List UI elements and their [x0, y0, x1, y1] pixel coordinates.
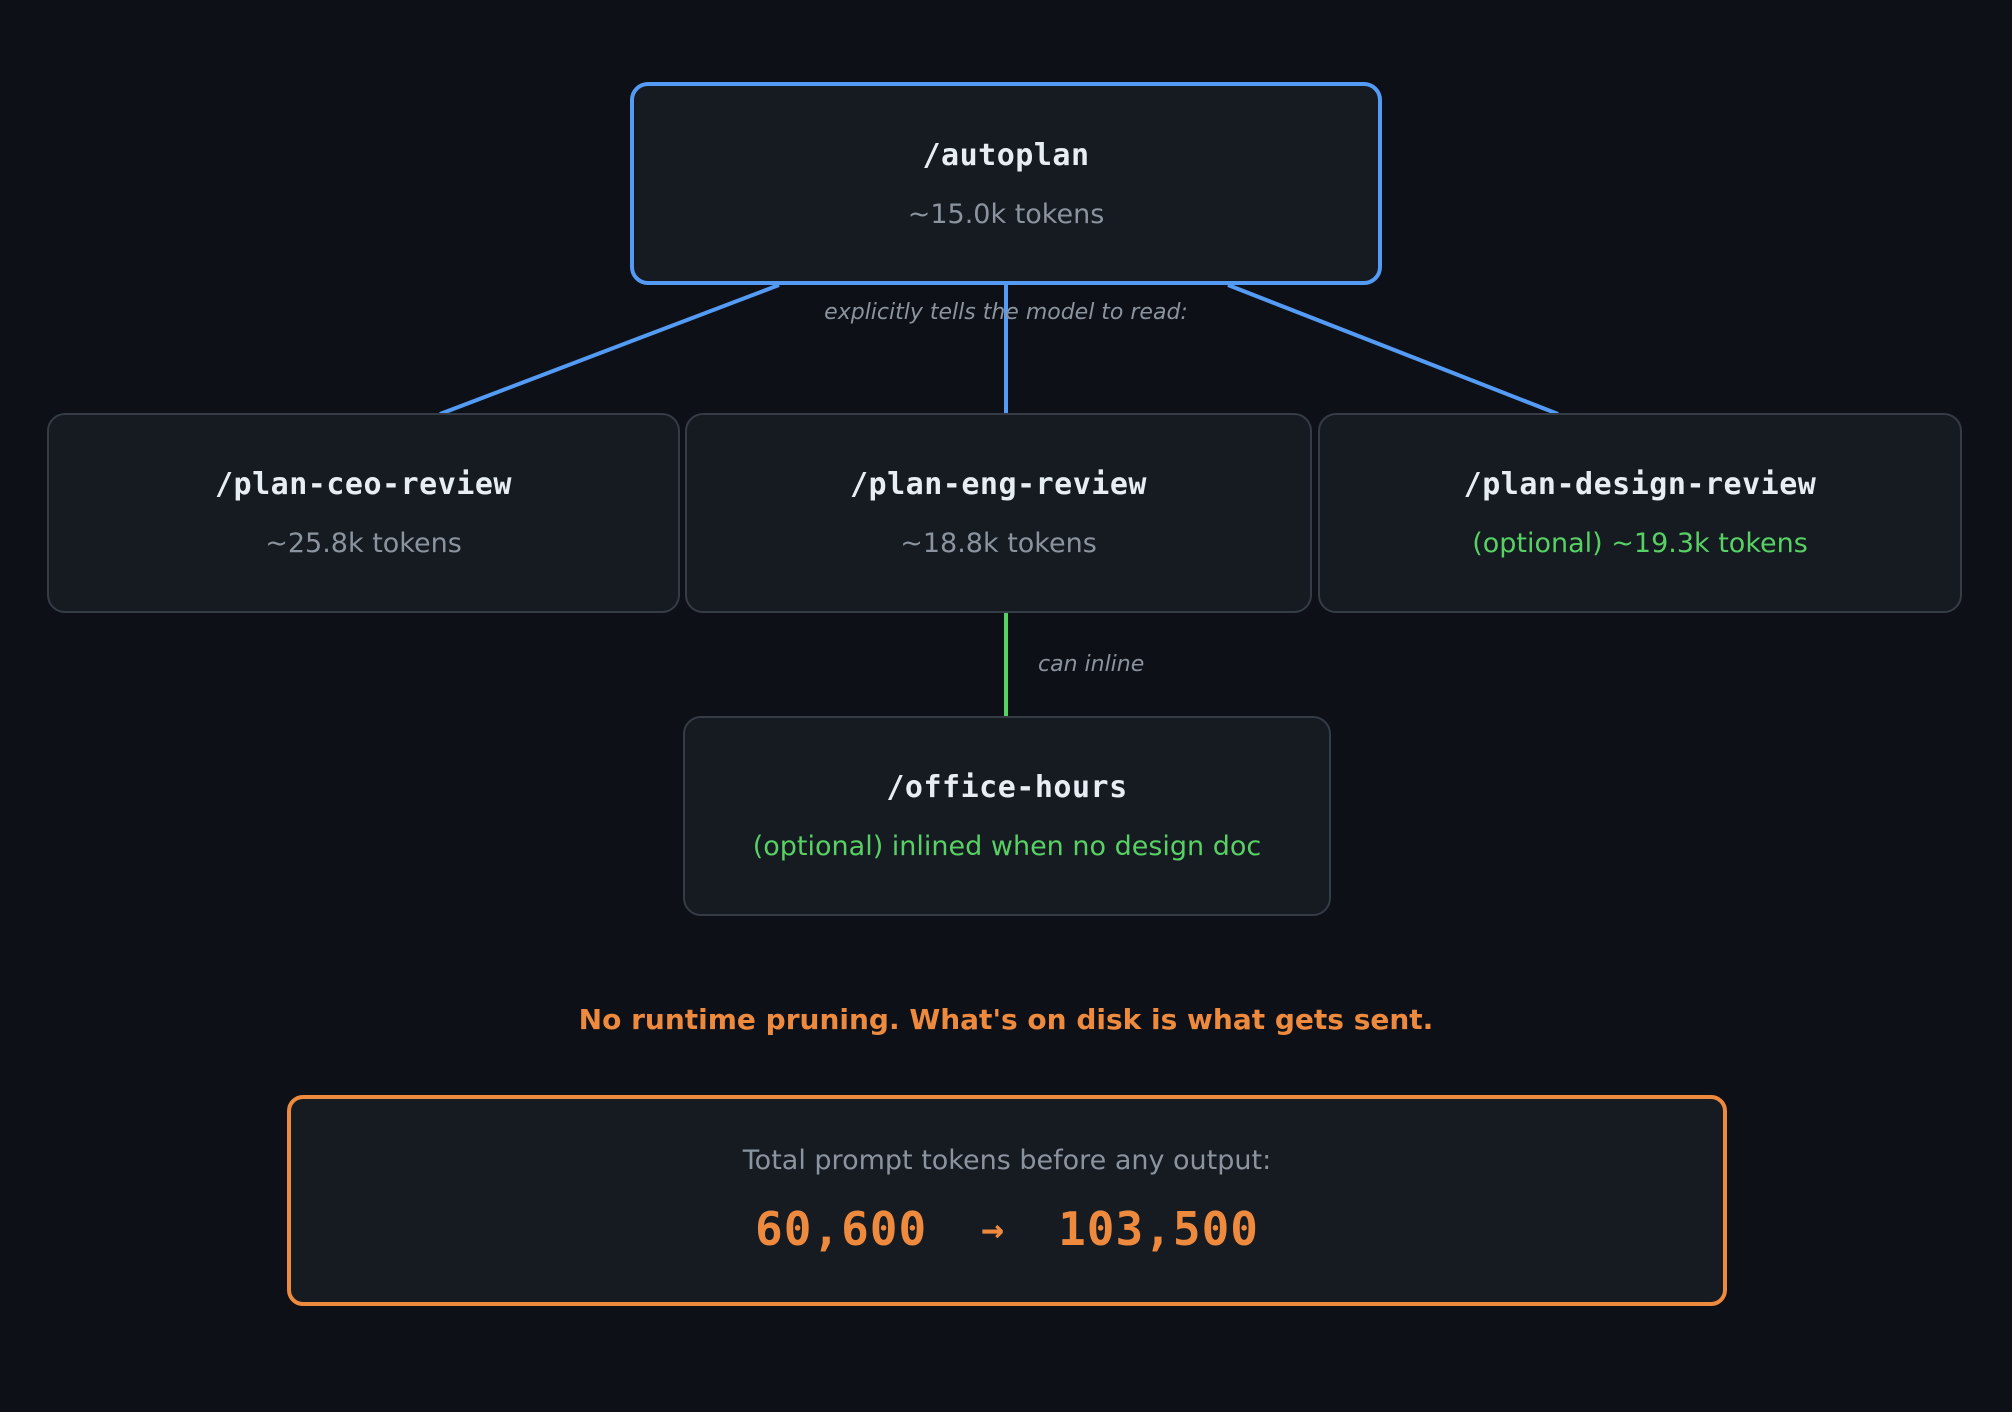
- node-autoplan: /autoplan ~15.0k tokens: [630, 82, 1382, 285]
- node-plan-ceo-review-subtitle: ~25.8k tokens: [265, 528, 462, 559]
- edge-autoplan-to-design-review: [1227, 283, 1559, 416]
- node-plan-ceo-review: /plan-ceo-review ~25.8k tokens: [47, 413, 680, 613]
- total-tokens-row: 60,600 → 103,500: [755, 1202, 1259, 1256]
- edge-autoplan-to-ceo-review: [439, 283, 780, 416]
- node-plan-ceo-review-title: /plan-ceo-review: [215, 467, 512, 502]
- node-office-hours-title: /office-hours: [886, 770, 1128, 805]
- node-office-hours-subtitle: (optional) inlined when no design doc: [752, 831, 1262, 862]
- node-autoplan-subtitle: ~15.0k tokens: [907, 198, 1105, 230]
- total-tokens-label: Total prompt tokens before any output:: [742, 1145, 1272, 1176]
- node-office-hours: /office-hours (optional) inlined when no…: [683, 716, 1331, 916]
- edge-label-can-inline: can inline: [1038, 652, 1145, 677]
- total-tokens-box: Total prompt tokens before any output: 6…: [287, 1095, 1727, 1306]
- node-plan-design-review-subtitle: (optional) ~19.3k tokens: [1472, 528, 1808, 559]
- no-pruning-callout: No runtime pruning. What's on disk is wh…: [578, 1003, 1434, 1036]
- node-autoplan-title: /autoplan: [922, 137, 1090, 173]
- node-plan-eng-review-subtitle: ~18.8k tokens: [900, 528, 1097, 559]
- node-plan-design-review: /plan-design-review (optional) ~19.3k to…: [1318, 413, 1962, 613]
- node-plan-design-review-title: /plan-design-review: [1463, 467, 1817, 502]
- edge-label-reads: explicitly tells the model to read:: [824, 300, 1188, 325]
- total-tokens-to: 103,500: [1058, 1202, 1259, 1256]
- node-plan-eng-review: /plan-eng-review ~18.8k tokens: [685, 413, 1312, 613]
- arrow-right-icon: →: [981, 1207, 1005, 1251]
- node-plan-eng-review-title: /plan-eng-review: [850, 467, 1147, 502]
- total-tokens-from: 60,600: [755, 1202, 928, 1256]
